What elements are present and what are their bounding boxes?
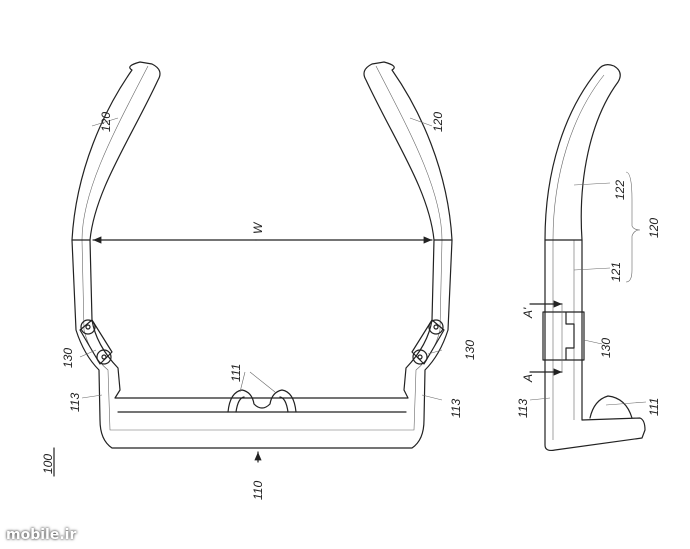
- label-120-left: 120: [99, 112, 113, 132]
- label-130-left: 130: [61, 348, 75, 368]
- right-hinge: [411, 319, 445, 365]
- label-122: 122: [613, 180, 627, 200]
- label-120-right: 120: [431, 112, 445, 132]
- front-view: [53, 61, 453, 477]
- side-hinge: [542, 311, 585, 361]
- label-113-left: 113: [68, 393, 82, 412]
- nose-pads: [227, 389, 297, 413]
- left-hinge: [79, 319, 113, 365]
- label-110: 110: [251, 481, 265, 500]
- label-130-side: 130: [599, 338, 613, 358]
- label-w: W: [251, 221, 265, 234]
- label-120-side: 120: [647, 218, 661, 238]
- label-113-side: 113: [516, 399, 530, 418]
- label-113-right: 113: [449, 399, 463, 418]
- label-100: 100: [41, 454, 55, 474]
- label-111: 111: [229, 364, 243, 382]
- watermark: mobile.ir: [6, 527, 77, 543]
- label-111-side: 111: [647, 398, 661, 416]
- label-121: 121: [609, 262, 623, 282]
- labels: 120 120 W 130 130 113 113 111 110 100 12…: [41, 112, 661, 500]
- label-a: A: [521, 374, 535, 383]
- side-view: [529, 64, 647, 452]
- label-130-right: 130: [463, 340, 477, 360]
- frame-outer: [71, 61, 453, 449]
- label-a-prime: A': [521, 307, 535, 319]
